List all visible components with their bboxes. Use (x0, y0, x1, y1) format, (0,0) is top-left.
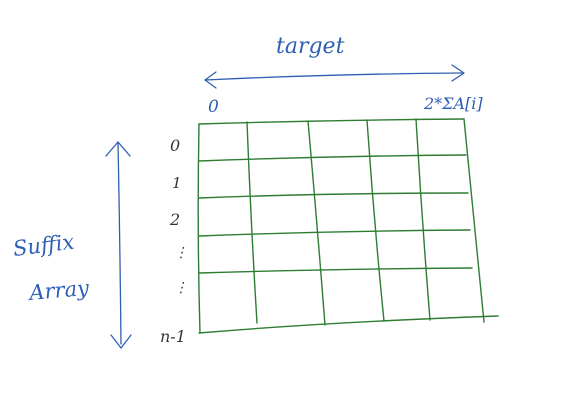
row-label-n-minus-1: n-1 (160, 327, 186, 346)
suffix-array-double-arrow (105, 141, 132, 349)
grid-col-line-3 (366, 119, 385, 322)
side-label-array: Array (26, 276, 91, 305)
grid-row-line-3 (198, 229, 471, 237)
grid-row-line-1 (198, 154, 467, 162)
grid-col-line-5 (463, 118, 485, 323)
grid-row-line-0 (198, 118, 465, 125)
grid-row-line-4 (198, 267, 473, 274)
row-label-1: 1 (172, 174, 182, 192)
grid-row-line-2 (198, 192, 469, 199)
grid-col-line-4 (415, 118, 431, 321)
side-label-suffix: Suffix (12, 230, 76, 261)
grid-row-line-5 (198, 315, 499, 334)
row-label-0: 0 (170, 136, 180, 155)
row-label-2: 2 (169, 210, 180, 229)
dp-grid (197, 118, 499, 334)
grid-col-line-1 (246, 121, 258, 324)
row-label-dots-1: ⋮ (174, 245, 188, 261)
row-label-dots-2: ⋮ (174, 280, 188, 296)
target-label: target (276, 34, 345, 59)
column-start-label: 0 (208, 97, 219, 117)
target-double-arrow (204, 64, 465, 89)
column-end-label: 2*ΣA[i] (423, 94, 483, 113)
grid-col-line-0 (197, 123, 201, 334)
grid-col-line-2 (307, 120, 326, 326)
